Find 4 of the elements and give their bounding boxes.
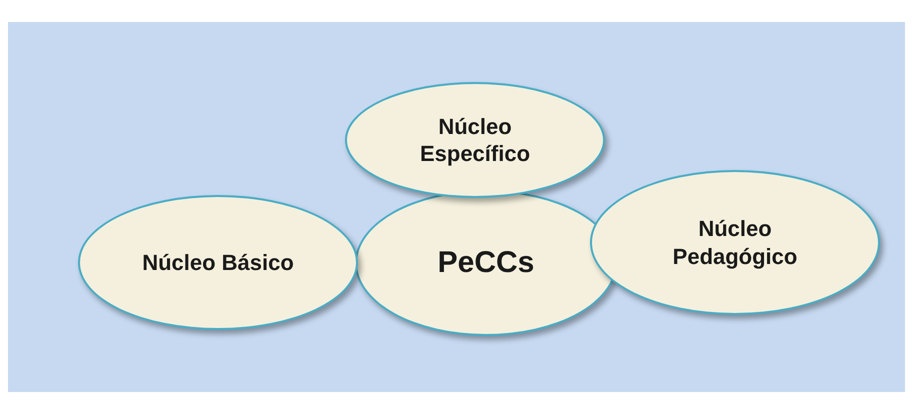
node-label: PeCCs xyxy=(436,245,536,282)
node-label: Núcleo Básico xyxy=(141,248,295,276)
node-label: Núcleo Específico xyxy=(418,112,532,168)
node-label: Núcleo Pedagógico xyxy=(672,215,798,270)
